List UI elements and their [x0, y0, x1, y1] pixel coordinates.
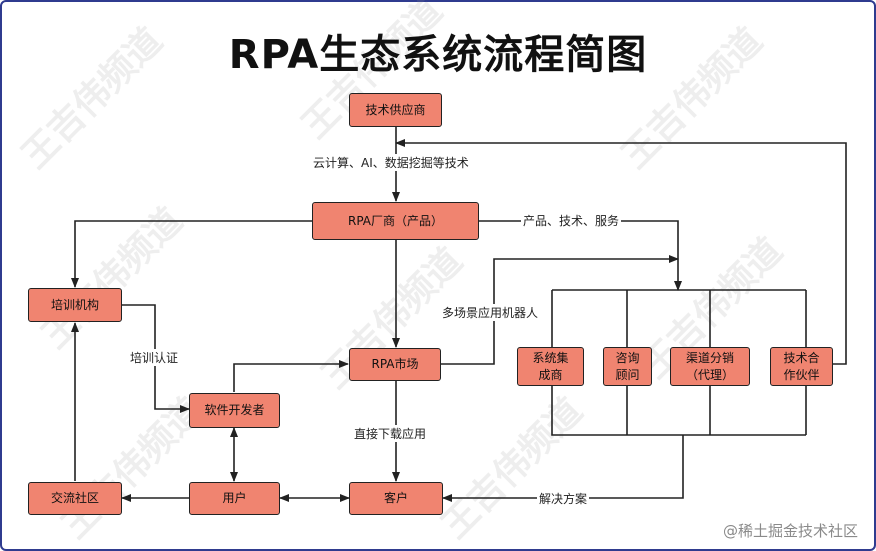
edge-vendor-training	[71, 220, 312, 288]
node-tech-partner-line2: 作伙伴	[783, 367, 820, 382]
partner-bottom-bar	[551, 385, 807, 436]
node-software-dev-label: 软件开发者	[204, 403, 265, 418]
node-user-label: 用户	[222, 491, 247, 506]
node-system-integrator-line2: 成商	[538, 367, 563, 382]
node-consultant-line1: 咨询	[615, 351, 640, 366]
label-solutions: 解决方案	[537, 490, 590, 507]
node-exchange-community-label: 交流社区	[50, 491, 99, 506]
node-system-integrator-line1: 系统集	[532, 351, 569, 366]
edge-vendor-partners	[478, 220, 682, 291]
node-rpa-vendor-label: RPA厂商（产品）	[347, 213, 444, 228]
node-software-dev: 软件开发者	[189, 393, 280, 428]
node-customer: 客户	[349, 482, 443, 515]
node-consultant: 咨询顾问	[603, 347, 652, 386]
node-tech-partner-line1: 技术合	[783, 351, 820, 366]
source-credit: @稀土掘金技术社区	[722, 522, 858, 540]
label-training-cert: 培训认证	[128, 349, 181, 366]
node-tech-partner: 技术合作伙伴	[770, 347, 833, 386]
node-channel: 渠道分销（代理）	[670, 347, 750, 386]
node-user: 用户	[189, 482, 280, 515]
node-training-org-label: 培训机构	[50, 297, 99, 312]
node-channel-line1: 渠道分销	[685, 351, 734, 366]
label-cloud-ai: 云计算、AI、数据挖掘等技术	[311, 154, 471, 171]
node-channel-line2: （代理）	[685, 367, 734, 382]
partner-top-bar	[551, 289, 807, 347]
node-training-org: 培训机构	[28, 288, 122, 322]
node-rpa-market-label: RPA市场	[371, 357, 419, 372]
diagram-title: RPA生态系统流程简图	[228, 32, 648, 78]
label-products-services: 产品、技术、服务	[521, 212, 622, 229]
node-rpa-market: RPA市场	[349, 348, 441, 381]
node-system-integrator: 系统集成商	[517, 347, 584, 386]
node-tech-supplier-label: 技术供应商	[365, 102, 426, 117]
node-customer-label: 客户	[383, 491, 408, 506]
node-exchange-community: 交流社区	[28, 482, 122, 515]
label-multi-scenario: 多场景应用机器人	[440, 304, 541, 321]
edge-developer-market	[233, 360, 349, 392]
edge-partners-customer	[442, 435, 684, 502]
edge-partner-supplier	[395, 139, 847, 365]
node-rpa-vendor: RPA厂商（产品）	[312, 202, 479, 240]
label-direct-download: 直接下载应用	[352, 425, 429, 442]
node-consultant-line2: 顾问	[615, 367, 640, 382]
node-tech-supplier: 技术供应商	[349, 93, 442, 127]
